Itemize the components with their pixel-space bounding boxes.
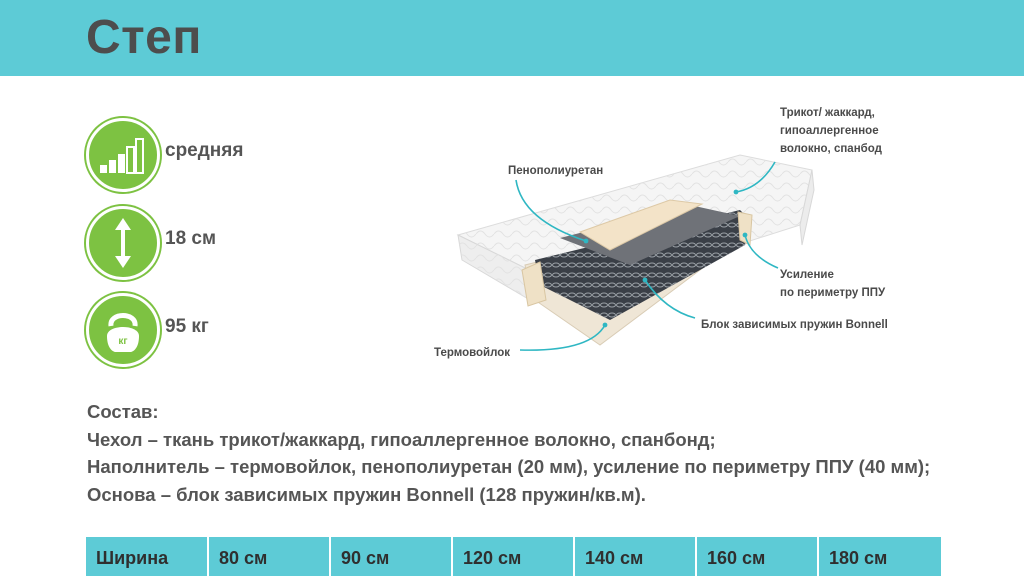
mattress-cutaway-illustration xyxy=(456,154,815,351)
load-value: 95 кг xyxy=(165,316,209,337)
width-160: 160 см xyxy=(697,537,819,576)
height-arrow-icon xyxy=(86,206,160,280)
foam-layer xyxy=(578,199,704,251)
kettlebell-label: кг xyxy=(118,336,127,347)
page-title: Степ xyxy=(86,11,202,64)
width-80: 80 см xyxy=(209,537,331,576)
kettlebell-icon: кг xyxy=(86,293,160,367)
width-140: 140 см xyxy=(575,537,697,576)
callout-felt: Термовойлок xyxy=(434,347,511,359)
callout-cover: Трикот/ жаккард, гипоаллергенное волокно… xyxy=(780,107,882,155)
composition-cover: Чехол – ткань трикот/жаккард, гипоаллерг… xyxy=(87,428,716,450)
width-label: Ширина xyxy=(86,537,209,576)
height-value: 18 см xyxy=(165,228,217,249)
composition-filler: Наполнитель – термовойлок, пенополиурета… xyxy=(87,456,931,477)
composition-block: Состав: Чехол – ткань трикот/жаккард, ги… xyxy=(87,398,930,508)
composition-heading: Состав: xyxy=(87,401,159,422)
header-bar xyxy=(0,0,1024,76)
callout-reinforcement: Усиление по периметру ППУ xyxy=(780,269,886,299)
firmness-value: средняя xyxy=(165,140,244,161)
composition-base: Основа – блок зависимых пружин Bonnell (… xyxy=(87,483,646,505)
callout-springs: Блок зависимых пружин Bonnell xyxy=(701,319,888,331)
width-90: 90 см xyxy=(331,537,453,576)
width-table: Ширина 80 см 90 см 120 см 140 см 160 см … xyxy=(86,537,941,576)
bars-icon xyxy=(86,118,160,192)
perimeter-block-right xyxy=(737,211,753,246)
callout-foam: Пенополиуретан xyxy=(508,165,604,177)
perimeter-block-left xyxy=(521,261,547,307)
width-180: 180 см xyxy=(819,537,941,576)
width-120: 120 см xyxy=(453,537,575,576)
